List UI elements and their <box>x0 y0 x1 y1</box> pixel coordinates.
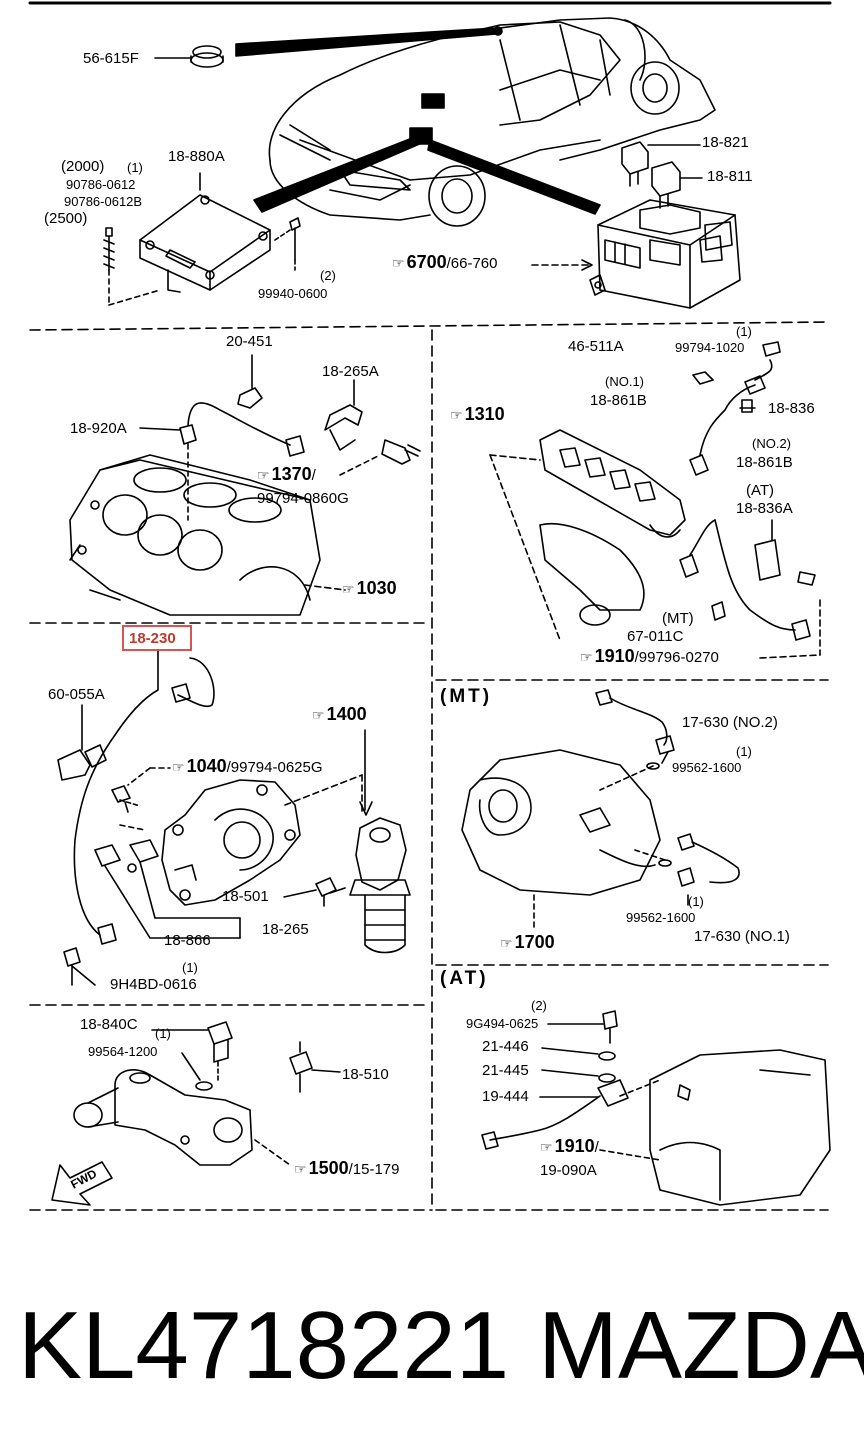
pointing-hand-icon: ☞ <box>450 407 463 423</box>
label-18-265a: 18-265A <box>322 363 379 380</box>
fuse-relay-box <box>589 141 741 309</box>
label-18-821: 18-821 <box>702 134 749 151</box>
label-qty-1e: (1) <box>688 894 704 909</box>
label-qty-2b: (2) <box>531 998 547 1013</box>
label-qty-1b: (1) <box>736 324 752 339</box>
highlighted-part-box <box>122 625 192 651</box>
label-46-511a: 46-511A <box>568 338 624 355</box>
pointing-hand-icon: ☞ <box>312 707 325 723</box>
pointing-hand-icon: ☞ <box>540 1139 553 1155</box>
label-no2: (NO.2) <box>752 436 791 451</box>
section-mt: (MT) <box>440 686 493 707</box>
cylinder-head-illustration <box>69 454 321 616</box>
oil-pump-illustration <box>161 779 301 906</box>
ref-1910-top: ☞1910/99796-0270 <box>580 646 719 666</box>
label-21-446: 21-446 <box>482 1038 529 1055</box>
label-19-444: 19-444 <box>482 1088 529 1105</box>
label-56-615f: 56-615F <box>83 50 139 67</box>
label-18-866: 18-866 <box>164 932 211 949</box>
label-90786-0612b: 90786-0612B <box>64 194 143 209</box>
ref-1030: ☞1030 <box>342 578 397 598</box>
automatic-transmission-illustration <box>649 1049 831 1206</box>
label-99564-1200: 99564-1200 <box>88 1044 158 1059</box>
label-90786-0612: 90786-0612 <box>66 177 136 192</box>
label-9g494-0625: 9G494-0625 <box>466 1016 539 1031</box>
ref-1370: ☞1370/ <box>257 464 316 484</box>
label-qty-1f: (1) <box>155 1026 171 1041</box>
ref-1310: ☞1310 <box>450 404 505 424</box>
ref-1040: ☞1040/99794-0625G <box>172 756 323 776</box>
label-99794-1020: 99794-1020 <box>675 340 745 355</box>
label-18-836: 18-836 <box>768 400 815 417</box>
label-18-501: 18-501 <box>222 888 269 905</box>
label-18-861b-no2: 18-861B <box>736 454 793 471</box>
water-outlet-illustration <box>73 1069 253 1166</box>
oil-cooler-illustration <box>349 817 411 954</box>
label-9h4bd-0616: 9H4BD-0616 <box>110 976 197 993</box>
pointing-hand-icon: ☞ <box>500 935 513 951</box>
ref-6700: ☞6700/66-760 <box>392 252 498 272</box>
diagram-artwork <box>28 1 832 1211</box>
label-99562-1600-a: 99562-1600 <box>672 760 742 775</box>
label-20-451: 20-451 <box>226 333 273 350</box>
label-19-090a: 19-090A <box>540 1162 597 1179</box>
ecu-module <box>139 172 271 293</box>
label-18-836a: 18-836A <box>736 500 793 517</box>
label-60-055a: 60-055A <box>48 686 105 703</box>
pointing-hand-icon: ☞ <box>580 649 593 665</box>
label-18-230-highlighted: 18-230 <box>129 630 176 647</box>
pointing-hand-icon: ☞ <box>172 759 185 775</box>
label-qty-1: (1) <box>127 160 143 175</box>
label-qty-1d: (1) <box>736 744 752 759</box>
brand-name: MAZDA <box>538 1292 864 1399</box>
pointing-hand-icon: ☞ <box>342 581 355 597</box>
label-18-510: 18-510 <box>342 1066 389 1083</box>
label-18-811: 18-811 <box>707 168 753 185</box>
pointing-hand-icon: ☞ <box>294 1161 307 1177</box>
label-17-630-no1: 17-630 (NO.1) <box>694 928 790 945</box>
part-number: KL4718221 <box>18 1292 510 1399</box>
label-18-920a: 18-920A <box>70 420 127 437</box>
label-17-630-no2: 17-630 (NO.2) <box>682 714 778 731</box>
label-67-011c: 67-011C <box>627 628 684 645</box>
label-mt: (MT) <box>662 610 694 627</box>
car-illustration <box>268 17 716 227</box>
ref-1700: ☞1700 <box>500 932 555 952</box>
exhaust-manifold-illustration <box>539 429 686 626</box>
label-18-265: 18-265 <box>262 921 309 938</box>
label-2500: (2500) <box>44 210 88 227</box>
manual-transmission-illustration <box>461 749 661 896</box>
label-21-445: 21-445 <box>482 1062 529 1079</box>
label-99940-0600: 99940-0600 <box>258 286 328 301</box>
label-99562-1600-b: 99562-1600 <box>626 910 696 925</box>
ref-1910-bottom: ☞1910/ <box>540 1136 599 1156</box>
label-18-861b-no1: 18-861B <box>590 392 647 409</box>
label-qty-1c: (1) <box>182 960 198 975</box>
label-qty-2: (2) <box>320 268 336 283</box>
ref-1400: ☞1400 <box>312 704 367 724</box>
label-99794-0860g: 99794-0860G <box>257 490 349 507</box>
label-at: (AT) <box>746 482 775 499</box>
label-18-880a: 18-880A <box>168 148 225 165</box>
section-at: (AT) <box>440 968 489 989</box>
ref-1500: ☞1500/15-179 <box>294 1158 400 1178</box>
pointing-hand-icon: ☞ <box>257 467 270 483</box>
label-no1: (NO.1) <box>605 374 644 389</box>
pointing-hand-icon: ☞ <box>392 255 405 271</box>
label-2000: (2000) <box>61 158 105 175</box>
label-18-840c: 18-840C <box>80 1016 138 1033</box>
